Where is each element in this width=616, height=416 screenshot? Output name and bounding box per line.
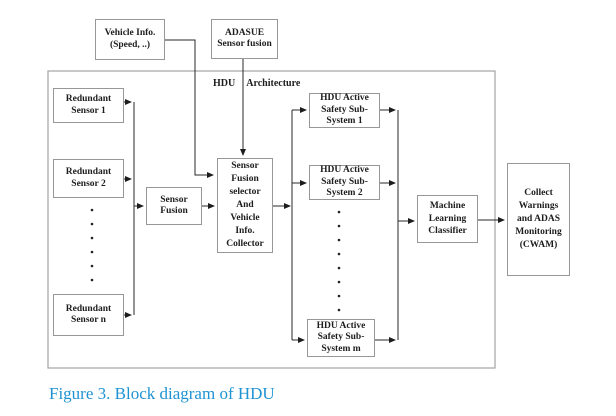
hdu-architecture-label-word2: Architecture bbox=[246, 78, 301, 89]
hdu-architecture-label: HDU Architecture bbox=[213, 78, 300, 89]
figure-caption: Figure 3. Block diagram of HDU bbox=[49, 384, 275, 403]
left-ellipsis-dots bbox=[90, 208, 94, 282]
hdu-architecture-label-word1: HDU bbox=[213, 78, 236, 89]
subsystem-ellipsis-dots bbox=[337, 210, 341, 312]
node-vehicle-info: Vehicle Info.(Speed, ..) bbox=[95, 19, 165, 60]
